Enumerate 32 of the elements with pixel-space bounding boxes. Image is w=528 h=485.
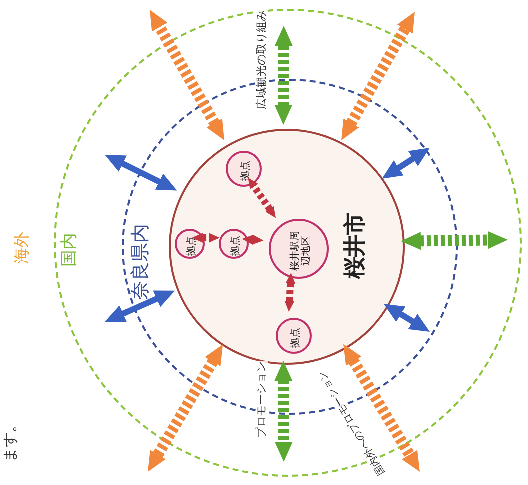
node-label: 拠点 xyxy=(290,328,302,348)
hub-circle xyxy=(276,318,312,354)
arrow xyxy=(342,12,415,141)
arrow xyxy=(192,233,220,243)
node-label: 拠点 xyxy=(230,236,242,256)
node-label: 桜井駅周辺地区 xyxy=(290,230,312,272)
arrow xyxy=(150,10,224,141)
node-label: 拠点 xyxy=(240,161,252,181)
arrow xyxy=(105,290,176,322)
region-circle xyxy=(122,79,458,415)
arrow xyxy=(248,178,276,218)
arrow xyxy=(401,231,508,250)
arrow xyxy=(274,26,293,125)
node-label: 奈良県内 xyxy=(130,224,152,300)
edge-label: プロモーション xyxy=(256,362,268,438)
arrow xyxy=(105,155,178,191)
region-circle xyxy=(54,9,522,477)
hub-circle xyxy=(219,229,249,259)
arrow xyxy=(148,344,224,472)
text-label: ます。 xyxy=(2,418,18,462)
node-label: 国内 xyxy=(60,233,80,267)
arrow xyxy=(284,272,296,312)
hub-circle xyxy=(226,151,262,187)
arrow xyxy=(344,344,420,472)
node-label: 桜井市 xyxy=(344,213,368,279)
arrow xyxy=(242,234,264,245)
arrow xyxy=(274,361,293,462)
hub-circle xyxy=(175,229,205,259)
text-label: 海外 xyxy=(13,232,31,264)
arrow xyxy=(382,148,430,179)
arrow xyxy=(384,304,430,332)
edge-label: 広域観光の取り組み xyxy=(256,10,268,110)
